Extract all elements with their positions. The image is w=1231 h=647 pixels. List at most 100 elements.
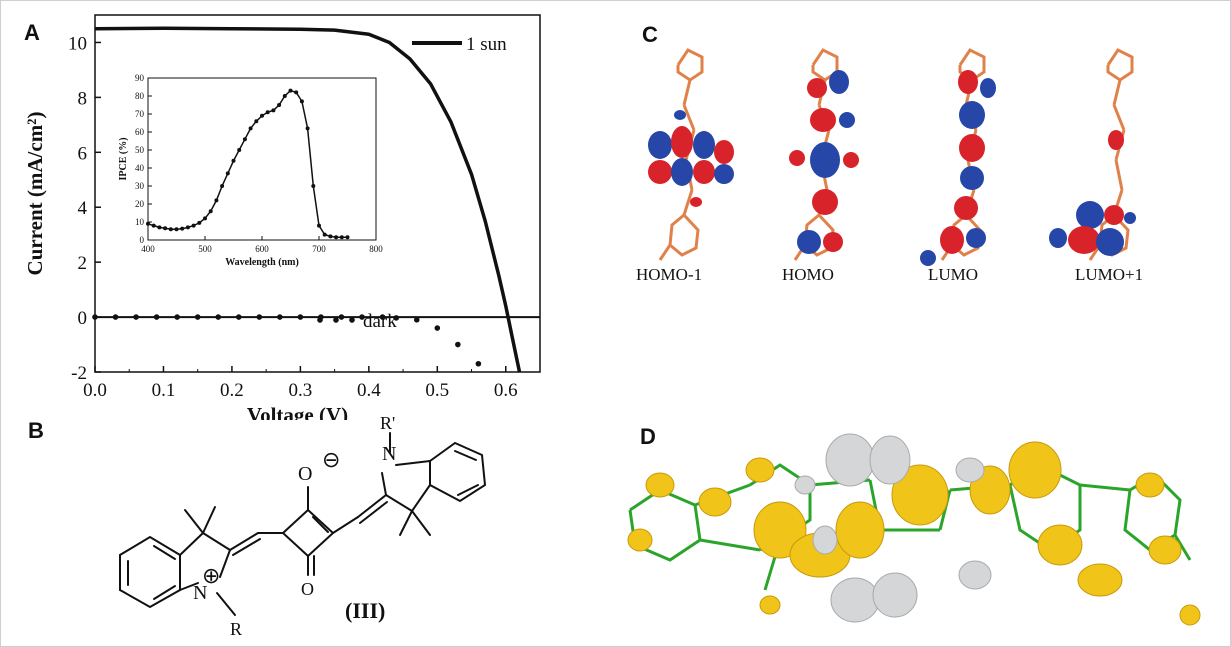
ipce-point <box>214 198 219 203</box>
dark-point <box>393 315 400 321</box>
inset-y-tick-label: 20 <box>135 199 145 209</box>
orbital-homo-1 <box>648 48 734 262</box>
inset-y-tick-label: 10 <box>135 217 145 227</box>
orbital-label: LUMO+1 <box>1075 265 1144 284</box>
legend-dark-label: dark <box>363 311 397 332</box>
panel-b-letter: B <box>28 418 44 443</box>
charge-minus: ⊖ <box>322 447 340 472</box>
ipce-point <box>317 223 321 228</box>
atom-o-bottom: O <box>301 579 314 599</box>
inset-y-tick-label: 70 <box>135 109 145 119</box>
inset-y-tick-label: 50 <box>135 145 145 155</box>
ipce-point <box>157 225 162 230</box>
atom-r-right: R' <box>380 415 395 433</box>
ipce-point <box>271 108 276 113</box>
ipce-point <box>191 223 196 228</box>
ipce-point <box>345 235 350 240</box>
atom-n-left: N <box>193 582 207 604</box>
legend-dark-swatch <box>317 317 323 323</box>
ipce-point <box>197 220 202 225</box>
ipce-point <box>231 158 236 163</box>
x-tick-label: 0.5 <box>425 380 449 401</box>
dark-point <box>434 325 441 331</box>
orbital-lumo-plus-1 <box>1049 48 1136 262</box>
dark-point <box>153 314 160 320</box>
ipce-point <box>282 94 287 98</box>
inset-frame <box>147 77 377 241</box>
ipce-point <box>305 126 310 131</box>
ipce-point <box>328 234 333 239</box>
inset-y-tick-label: 30 <box>135 181 145 191</box>
ipce-point <box>203 216 207 221</box>
dark-point <box>413 317 420 323</box>
ipce-point <box>237 148 242 152</box>
ipce-point <box>288 88 293 93</box>
ipce-point <box>151 223 156 228</box>
plot-frame <box>94 14 541 373</box>
dark-point <box>133 314 139 320</box>
dark-point <box>92 314 98 320</box>
dark-point <box>455 341 461 348</box>
x-tick-label: 0.6 <box>494 380 518 401</box>
ipce-point <box>163 226 168 231</box>
dark-point <box>215 314 222 320</box>
dark-point <box>338 314 345 320</box>
inset-y-axis-label: IPCE (%) <box>118 137 129 180</box>
inset-x-tick-label: 700 <box>312 244 326 254</box>
inset-x-tick-label: 400 <box>141 244 155 254</box>
orbital-label: HOMO <box>782 265 834 284</box>
inset-x-tick-label: 500 <box>198 244 212 254</box>
y-tick-label: 6 <box>78 143 88 164</box>
dark-point <box>277 314 283 320</box>
ipce-point <box>146 221 150 226</box>
inset-y-tick-label: 0 <box>140 235 145 245</box>
orbital-lumo <box>920 48 996 266</box>
y-tick-label: 2 <box>78 253 88 274</box>
isosurface-rendering <box>627 433 1201 626</box>
dark-point <box>256 314 263 320</box>
inset-x-axis-label: Wavelength (nm) <box>225 257 299 268</box>
series-1-sun <box>94 26 522 373</box>
ipce-point <box>260 113 264 118</box>
ipce-point <box>339 235 344 240</box>
orbital-label: LUMO <box>928 265 979 284</box>
ipce-point <box>311 184 316 188</box>
panel-c-letter: C <box>642 22 658 47</box>
y-tick-label: -2 <box>71 363 87 384</box>
ipce-point <box>225 171 230 176</box>
squaraine-structure: N ⊕ R O ⊖ O N R' (III) <box>119 415 487 639</box>
ipce-point <box>265 110 270 115</box>
x-tick-label: 0.3 <box>289 380 313 401</box>
panel-a-letter: A <box>24 20 40 45</box>
y-tick-label: 0 <box>78 308 88 329</box>
y-tick-label: 8 <box>78 88 88 109</box>
ipce-point <box>294 90 299 95</box>
ipce-point <box>168 227 173 232</box>
ipce-point <box>185 225 190 230</box>
orbital-renderings <box>648 48 1136 266</box>
y-tick-label: 4 <box>78 198 88 219</box>
inset-y-tick-label: 60 <box>135 127 145 137</box>
compound-label: (III) <box>345 598 385 623</box>
inset-x-tick-label: 600 <box>255 244 269 254</box>
charge-plus: ⊕ <box>202 563 220 588</box>
y-tick-label: 10 <box>68 33 87 54</box>
ipce-point <box>242 137 247 142</box>
dark-point <box>359 314 365 320</box>
ipce-point <box>322 232 327 237</box>
inset-x-tick-label: 800 <box>369 244 383 254</box>
ipce-point <box>180 226 185 231</box>
legend-1-sun-label: 1 sun <box>466 34 507 55</box>
x-tick-label: 0.4 <box>357 380 381 401</box>
orbital-homo <box>789 48 859 262</box>
legend-dark-swatch <box>333 317 339 323</box>
inset-y-tick-label: 90 <box>135 73 145 83</box>
atom-r-left: R <box>230 619 242 639</box>
panel-d-letter: D <box>640 424 656 449</box>
dark-point <box>194 314 201 320</box>
ipce-point <box>220 184 225 188</box>
dark-point <box>235 314 242 320</box>
orbital-label: HOMO-1 <box>636 265 703 284</box>
x-tick-label: 0.0 <box>83 380 107 401</box>
